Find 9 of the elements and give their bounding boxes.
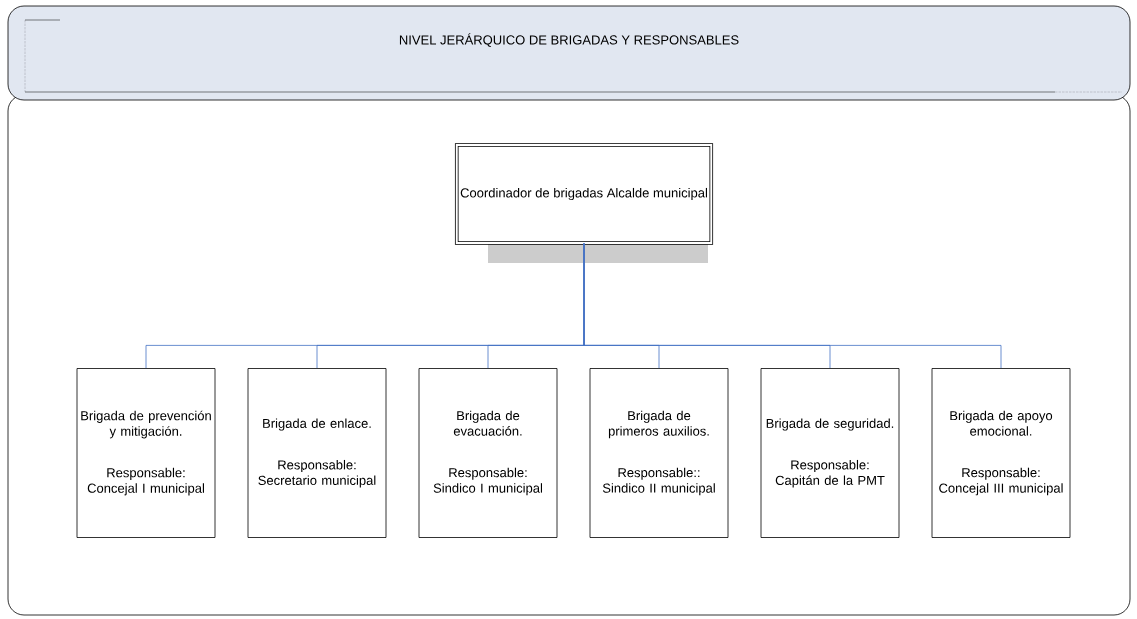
brigade-box: Brigada de prevención y mitigación. Responsable: Concejal I municipal — [76, 368, 216, 538]
connector — [583, 243, 1002, 369]
brigade-box: Brigada de evacuación. Responsable: Sindico I municipal — [418, 368, 558, 538]
brigade-box: Brigada de enlace. Responsable: Secretario municipal — [247, 368, 387, 538]
brigade-box: Brigada de primeros auxilios. Responsable:: Sindico II municipal — [589, 368, 729, 538]
brigade-box: Brigada de seguridad. Responsable: Capitán de la PMT — [760, 368, 900, 538]
title: NIVEL JERÁRQUICO DE BRIGADAS Y RESPONSABLES — [399, 33, 739, 47]
coordinator-box: Coordinador de brigadas Alcalde municipal — [454, 143, 714, 245]
brigade-box: Brigada de apoyo emocional. Responsable: Concejal III municipal — [931, 368, 1071, 538]
